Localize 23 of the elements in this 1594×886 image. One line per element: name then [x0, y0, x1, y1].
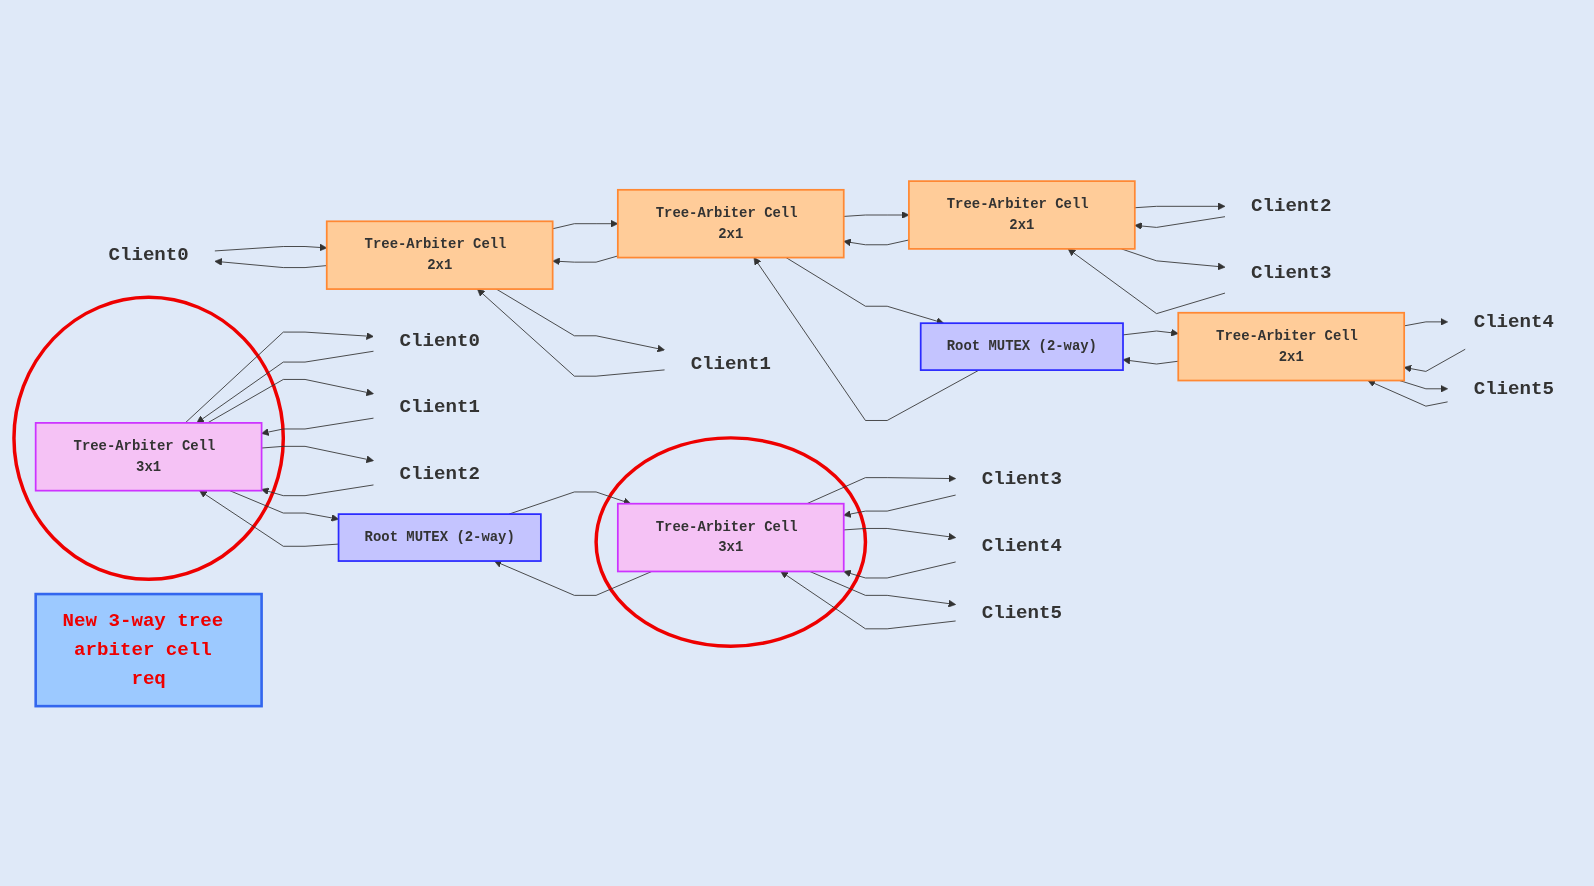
cluster: [12, 296, 286, 582]
node-text: Client1: [690, 353, 771, 376]
node-box: Tree-Arbiter Cell 3x1: [34, 422, 263, 492]
node-text: Client3: [1251, 262, 1332, 285]
node-box: Tree-Arbiter Cell 2x1: [616, 189, 845, 259]
node-box: Tree-Arbiter Cell 2x1: [1177, 312, 1406, 382]
node-text: Client0: [399, 330, 480, 353]
node-text: Client5: [1473, 378, 1554, 401]
node-box: Tree-Arbiter Cell 2x1: [325, 220, 554, 291]
node-box: Root MUTEX (2-way): [919, 322, 1124, 372]
node-text: Client3: [981, 469, 1063, 491]
node-text: Client0: [108, 244, 189, 267]
node-box: Tree-Arbiter Cell 3x1: [616, 503, 845, 573]
node-box: New 3-way tree arbiter cell req: [34, 593, 263, 708]
node-text: Client5: [981, 602, 1063, 625]
node-text: Client2: [399, 464, 480, 486]
node-text: Client4: [981, 536, 1063, 558]
node-text: Client2: [1251, 195, 1332, 218]
node-box: Root MUTEX (2-way): [337, 513, 542, 563]
cluster: [594, 436, 868, 649]
node-text: Client4: [1473, 311, 1554, 334]
node-text: Client1: [399, 397, 480, 419]
node-box: Tree-Arbiter Cell 2x1: [908, 180, 1136, 251]
